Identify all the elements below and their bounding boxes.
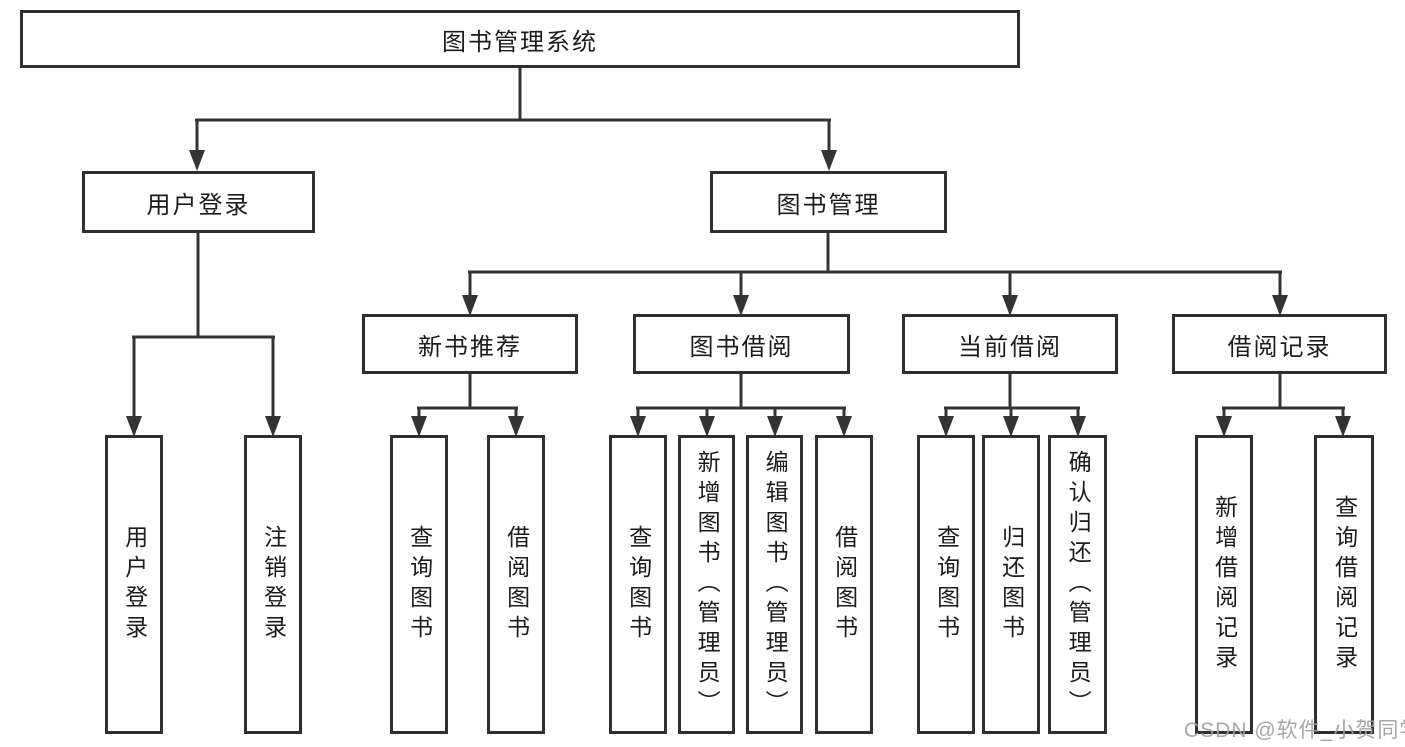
node-leaf-user-login: 用户登录 xyxy=(105,435,163,734)
arrow-down-icon xyxy=(1070,416,1086,437)
node-label: 新增图书（管理员） xyxy=(694,449,721,720)
arrow-down-icon xyxy=(767,416,783,437)
arrow-down-icon xyxy=(1002,295,1018,316)
arrow-down-icon xyxy=(630,416,646,437)
arrow-down-icon xyxy=(462,295,478,316)
node-leaf-bb-query-books: 查询图书 xyxy=(609,435,667,734)
node-leaf-br-add-record: 新增借阅记录 xyxy=(1195,435,1253,734)
node-leaf-cb-query-books: 查询图书 xyxy=(917,435,975,734)
node-label: 新增借阅记录 xyxy=(1211,494,1238,675)
node-leaf-bb-edit-books-admin: 编辑图书（管理员） xyxy=(746,435,803,734)
node-book-management: 图书管理 xyxy=(710,171,947,233)
arrow-down-icon xyxy=(938,416,954,437)
node-label: 编辑图书（管理员） xyxy=(762,449,789,720)
node-label: 归还图书 xyxy=(998,524,1025,645)
arrow-down-icon xyxy=(1003,416,1019,437)
node-leaf-nbr-borrow-books: 借阅图书 xyxy=(487,435,545,734)
arrow-down-icon xyxy=(733,295,749,316)
node-new-book-recommend: 新书推荐 xyxy=(362,314,578,374)
node-leaf-bb-add-books-admin: 新增图书（管理员） xyxy=(678,435,735,734)
arrow-down-icon xyxy=(265,416,281,437)
node-leaf-bb-borrow-books: 借阅图书 xyxy=(815,435,873,734)
node-label: 图书管理 xyxy=(776,191,881,219)
node-leaf-br-query-record: 查询借阅记录 xyxy=(1314,435,1374,734)
node-label: 用户登录 xyxy=(121,524,148,645)
node-label: 用户登录 xyxy=(146,191,251,219)
node-label: 确认归还（管理员） xyxy=(1065,449,1092,720)
node-leaf-logout: 注销登录 xyxy=(244,435,302,734)
node-label: 借阅记录 xyxy=(1227,333,1332,361)
node-label: 新书推荐 xyxy=(418,333,522,361)
node-label: 借阅图书 xyxy=(831,524,858,645)
node-label: 当前借阅 xyxy=(958,333,1062,361)
arrowheads xyxy=(126,150,1351,437)
node-label: 注销登录 xyxy=(260,524,287,645)
arrow-down-icon xyxy=(699,416,715,437)
arrow-down-icon xyxy=(1335,416,1351,437)
arrow-down-icon xyxy=(411,416,427,437)
node-leaf-nbr-query-books: 查询图书 xyxy=(390,435,448,734)
arrow-down-icon xyxy=(508,416,524,437)
arrow-down-icon xyxy=(189,150,205,171)
node-user-login: 用户登录 xyxy=(82,171,315,233)
node-label: 查询借阅记录 xyxy=(1331,494,1358,675)
arrow-down-icon xyxy=(821,150,837,171)
node-current-borrowing: 当前借阅 xyxy=(902,314,1118,374)
arrow-down-icon xyxy=(1216,416,1232,437)
node-borrowing-records: 借阅记录 xyxy=(1172,314,1387,374)
node-label: 图书借阅 xyxy=(689,333,794,361)
node-label: 图书管理系统 xyxy=(442,28,598,56)
arrow-down-icon xyxy=(836,416,852,437)
node-root-system: 图书管理系统 xyxy=(20,10,1020,68)
tree-edges xyxy=(132,68,1345,421)
node-leaf-cb-return-books: 归还图书 xyxy=(982,435,1040,734)
node-label: 查询图书 xyxy=(625,524,652,645)
node-book-borrowing: 图书借阅 xyxy=(633,314,850,374)
arrow-down-icon xyxy=(126,416,142,437)
connector-line xyxy=(132,68,1345,421)
node-label: 借阅图书 xyxy=(503,524,530,645)
node-label: 查询图书 xyxy=(933,524,960,645)
node-leaf-cb-confirm-return-admin: 确认归还（管理员） xyxy=(1048,435,1107,734)
node-label: 查询图书 xyxy=(406,524,433,645)
arrow-down-icon xyxy=(1272,295,1288,316)
